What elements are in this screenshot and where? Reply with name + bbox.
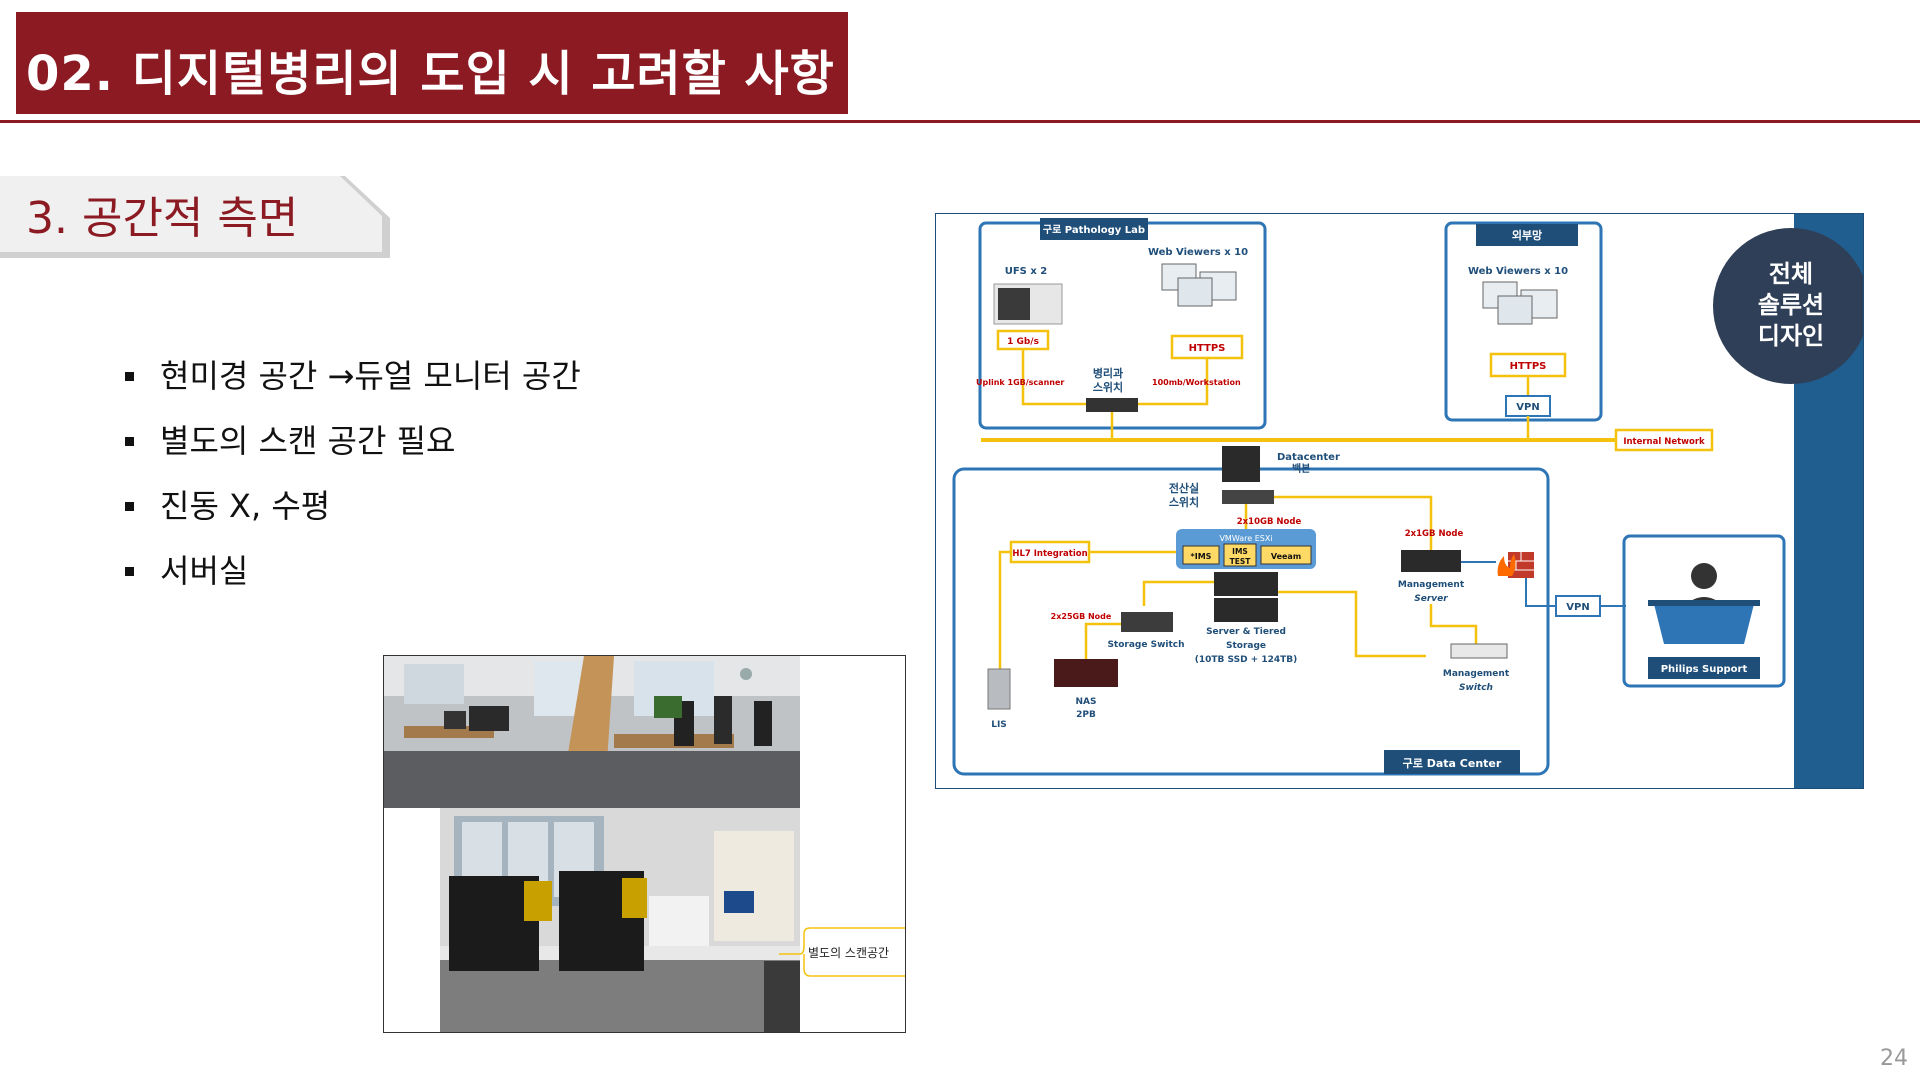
vm-ims-test: IMS [1232,547,1248,556]
monitor-icon [1482,281,1558,325]
design-circle [1713,228,1863,384]
lab-title: 구로 Pathology Lab [1043,224,1145,236]
external-network-group: 외부망 Web Viewers x 10 HTTPS VPN [1444,221,1603,440]
nas-label: NAS [1076,697,1097,707]
section-tab [0,176,390,258]
backbone-label: Datacenter [1277,452,1340,463]
uplink-label: Uplink 1GB/scanner [976,378,1064,387]
lab-room-photo [384,656,800,808]
vmware-group: VMWare ESXi *IMS IMS TEST Veeam [1176,529,1316,569]
node-10gb-label: 2x10GB Node [1237,517,1302,527]
server-storage-label: (10TB SSD + 124TB) [1195,655,1298,665]
management-server-label: Server [1414,594,1448,604]
vmware-label: VMWare ESXi [1219,534,1272,543]
nas-label: 2PB [1076,710,1096,720]
server-storage-label: Storage [1226,641,1266,651]
node-1gb-label: 2x1GB Node [1405,529,1464,539]
firewall-icon [1497,552,1534,578]
storage-switch-label: Storage Switch [1107,640,1184,650]
scan-space-label: 별도의 스캔공간 [808,946,889,960]
scanner-room-photo [440,808,800,1032]
management-switch-label: Switch [1459,683,1493,693]
bullet-item: 현미경 공간 →듀얼 모니터 공간 [125,352,581,417]
node-25gb-label: 2x25GB Node [1051,612,1112,621]
circle-label: 디자인 [1758,322,1824,350]
server-storage-label: Server & Tiered [1206,627,1286,637]
circle-label: 전체 [1769,260,1813,288]
it-switch-icon [1222,490,1274,504]
management-server-label: Management [1398,580,1465,590]
workstation-label: 100mb/Workstation [1152,378,1241,387]
vm-ims: *IMS [1191,552,1212,561]
bullet-list: 현미경 공간 →듀얼 모니터 공간 별도의 스캔 공간 필요 진동 X, 수평 … [125,352,581,612]
section-subtitle: 3. 공간적 측면 [26,193,299,244]
server-icon [1214,572,1278,596]
photo-collage: 별도의 스캔공간 [383,655,906,1033]
speed-label: 1 Gb/s [1007,337,1039,347]
backbone-label: 백본 [1292,462,1310,475]
title-bar: 02. 디지털병리의 도입 시 고려할 사항 [16,12,848,114]
it-switch-label: 스위치 [1169,495,1199,509]
external-vpn: VPN [1516,402,1539,413]
circle-label: 솔루션 [1758,291,1824,319]
it-switch-label: 전산실 [1169,481,1199,495]
bullet-item: 서버실 [125,547,581,612]
lab-https: HTTPS [1189,343,1226,354]
bullet-item: 별도의 스캔 공간 필요 [125,417,581,482]
philips-label: Philips Support [1661,664,1748,675]
lab-switch-icon [1086,398,1138,412]
nas-icon [1054,659,1118,687]
external-https: HTTPS [1510,361,1547,372]
management-switch-label: Management [1443,669,1510,679]
external-web-viewers: Web Viewers x 10 [1468,266,1568,277]
page-number: 24 [1880,1046,1908,1071]
lab-web-viewers: Web Viewers x 10 [1148,247,1248,258]
lis-icon [987,668,1011,710]
support-agent-icon [1648,563,1760,644]
scan-space-callout: 별도의 스캔공간 [779,927,905,977]
lab-switch-label: 스위치 [1093,380,1123,394]
lis-label: LIS [991,720,1007,730]
bullet-item: 진동 X, 수평 [125,482,581,547]
management-switch-icon [1450,643,1508,659]
philips-support-group: Philips Support [1622,534,1786,688]
pathology-lab-group: 구로 Pathology Lab UFS x 2 Web Viewers x 1… [976,218,1267,440]
data-center-title: 구로 Data Center [1403,757,1502,770]
management-server-icon [1401,550,1461,572]
vm-ims-test: TEST [1230,557,1252,566]
vm-veeam: Veeam [1271,552,1301,561]
external-title: 외부망 [1512,228,1542,242]
storage-switch-icon [1121,612,1173,632]
title-divider [0,120,1920,123]
vpn2-label: VPN [1566,602,1589,613]
page-title: 02. 디지털병리의 도입 시 고려할 사항 [26,46,835,102]
lab-switch-label: 병리과 [1093,366,1123,380]
hl7-label: HL7 Integration [1012,549,1087,559]
internal-network-label: Internal Network [1623,437,1705,447]
backbone-icon [1222,446,1260,482]
monitor-icon [1161,263,1237,307]
ufs-label: UFS x 2 [1005,266,1048,277]
network-diagram: 전체 솔루션 디자인 구로 Pathology Lab UFS x 2 Web … [935,213,1864,789]
